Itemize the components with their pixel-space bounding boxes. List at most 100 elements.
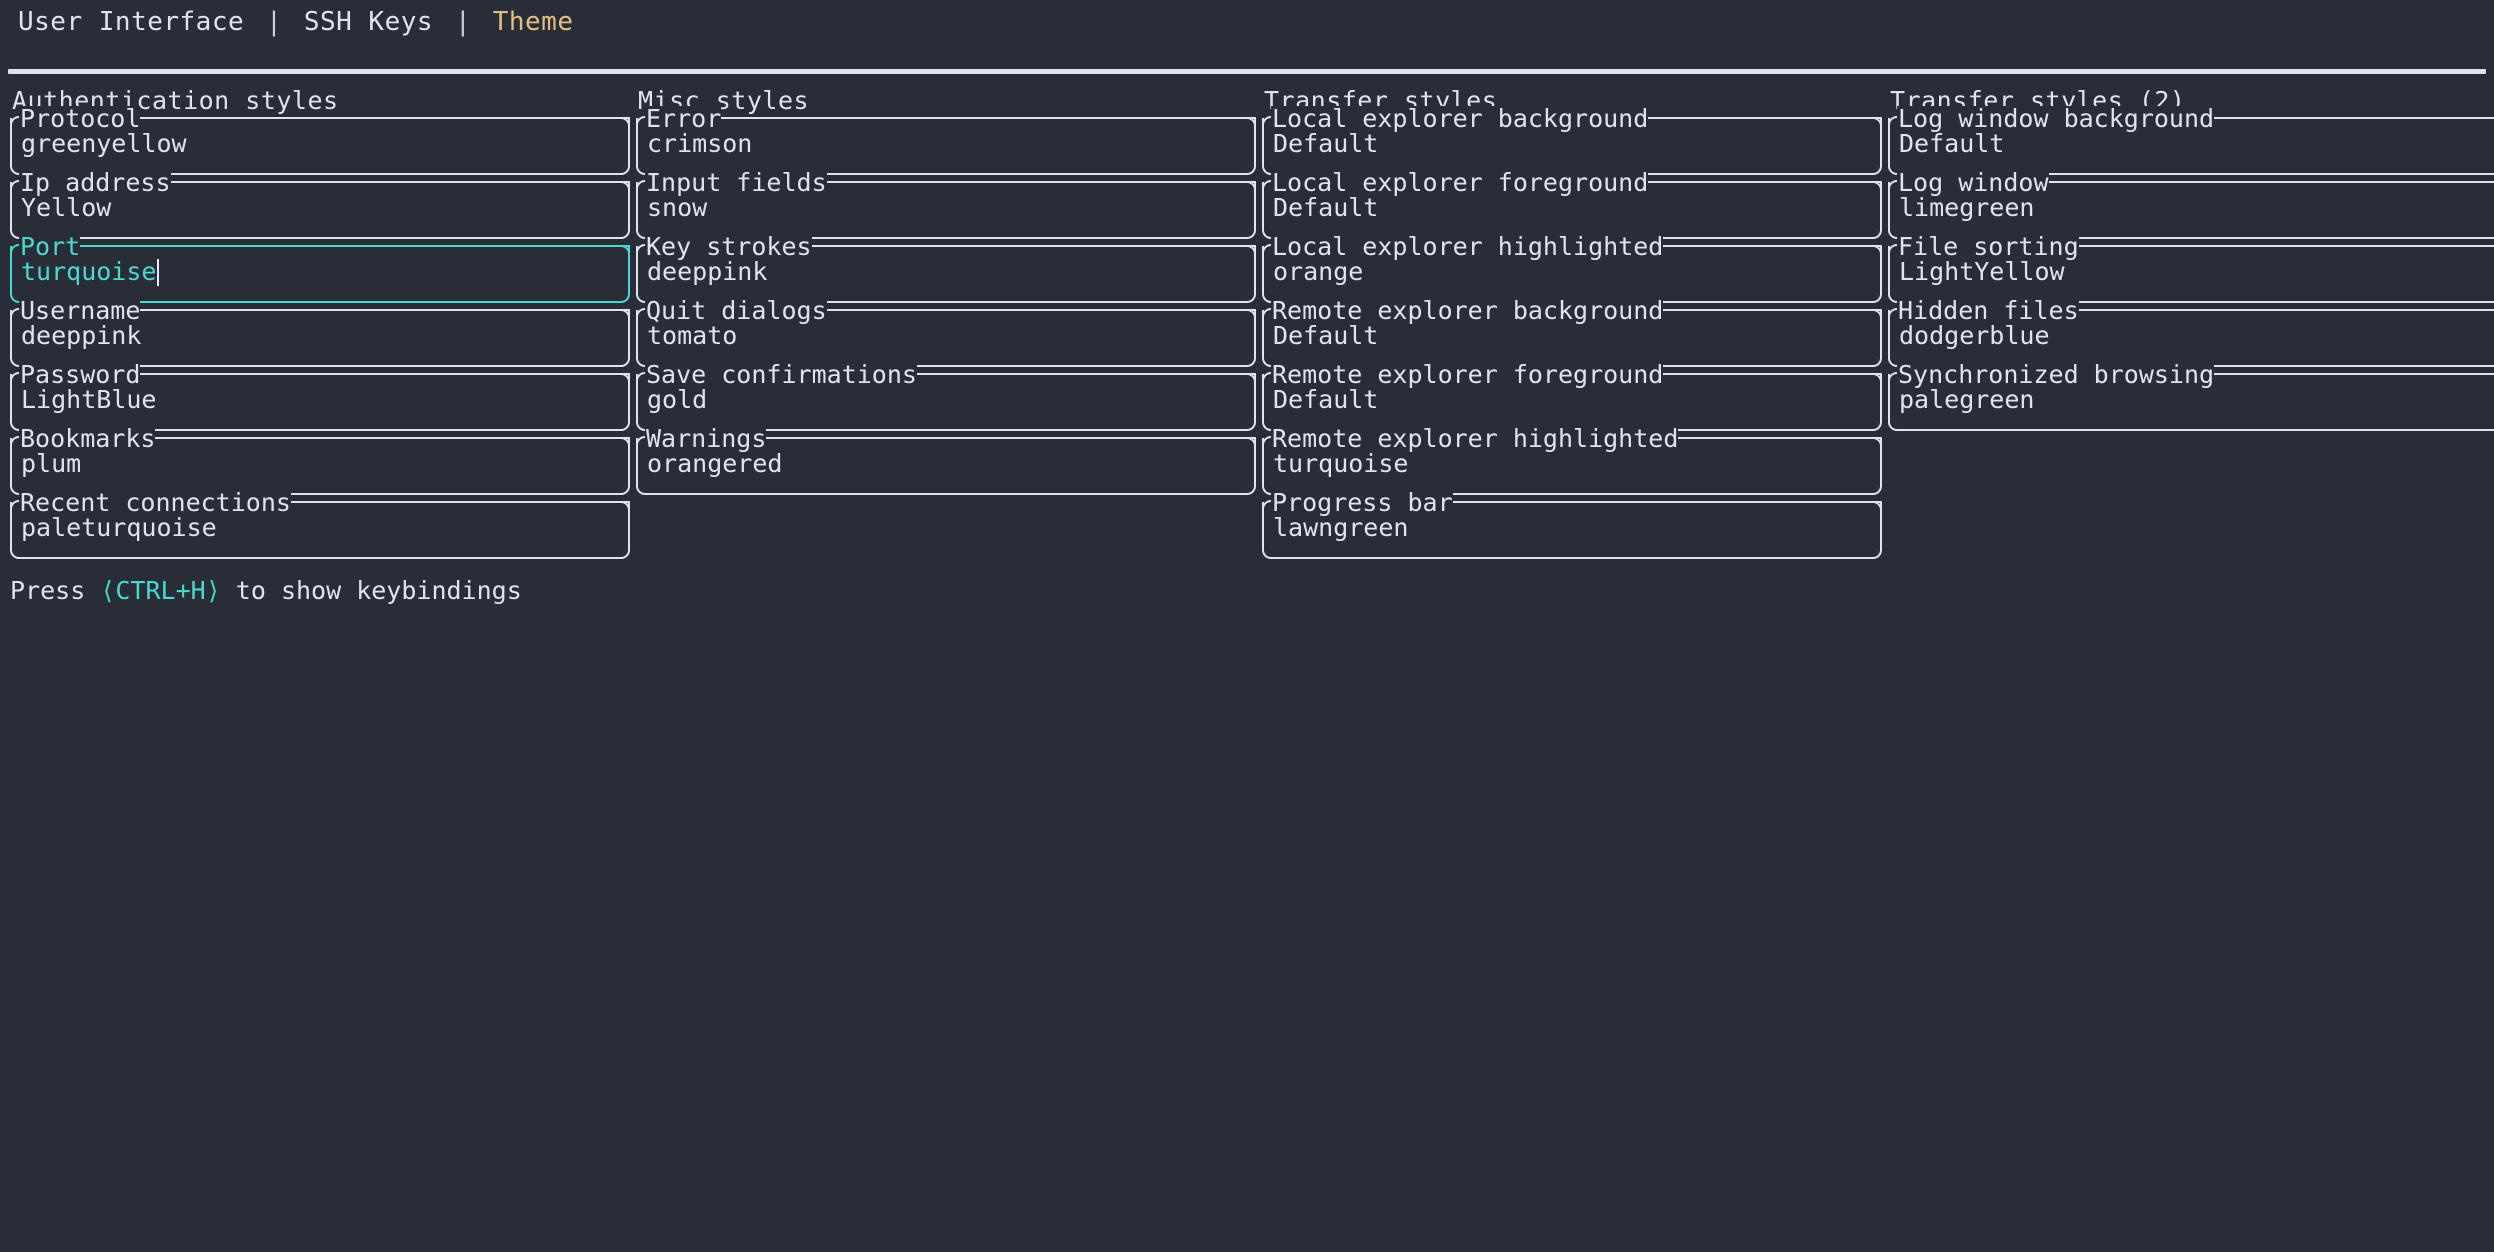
- field-value-text: turquoise: [21, 257, 157, 286]
- tab-theme[interactable]: Theme: [492, 7, 574, 37]
- field-value-protocol[interactable]: greenyellow: [21, 131, 187, 156]
- field-value-remote-explorer-highlighted[interactable]: turquoise: [1273, 451, 1408, 476]
- field-value-text: crimson: [647, 129, 753, 158]
- field-border-line: [140, 309, 630, 320]
- field-value-password[interactable]: LightBlue: [21, 387, 156, 412]
- field-value-text: Default: [1273, 385, 1379, 414]
- field-value-recent-connections[interactable]: paleturquoise: [21, 515, 217, 540]
- field-value-file-sorting[interactable]: LightYellow: [1899, 259, 2065, 284]
- field-border-line: [1678, 437, 1882, 448]
- tab-ssh-keys[interactable]: SSH Keys: [303, 7, 434, 37]
- column-title: Authentication styles: [12, 86, 339, 115]
- column-title: Transfer styles: [1264, 86, 1498, 115]
- field-value-key-strokes[interactable]: deeppink: [647, 259, 767, 284]
- field-value-log-window[interactable]: limegreen: [1899, 195, 2034, 220]
- field-value-hidden-files[interactable]: dodgerblue: [1899, 323, 2050, 348]
- field-value-text: Default: [1273, 193, 1379, 222]
- field-border-line: [2078, 245, 2494, 247]
- field-value-text: snow: [647, 193, 708, 222]
- field-value-port[interactable]: turquoise: [21, 257, 160, 286]
- field-border-line: [1648, 181, 1882, 192]
- hint-key: ⟨CTRL+H⟩: [100, 576, 221, 605]
- field-value-text: greenyellow: [21, 129, 187, 158]
- field-border-line: [811, 245, 1257, 256]
- field-border-line: [1452, 501, 1883, 512]
- field-border-line: [1663, 245, 1882, 256]
- field-border-line: [826, 181, 1257, 192]
- tab-bar: User Interface | SSH Keys | Theme: [0, 0, 2494, 44]
- field-value-text: LightYellow: [1899, 257, 2065, 286]
- field-value-remote-explorer-foreground[interactable]: Default: [1273, 387, 1378, 412]
- field-value-synchronized-browsing[interactable]: palegreen: [1899, 387, 2034, 412]
- field-border-line: [140, 117, 630, 128]
- field-value-save-confirmations[interactable]: gold: [647, 387, 707, 412]
- field-value-username[interactable]: deeppink: [21, 323, 141, 348]
- field-value-local-explorer-highlighted[interactable]: orange: [1273, 259, 1363, 284]
- field-value-text: Default: [1273, 321, 1379, 350]
- field-border-line: [721, 117, 1256, 128]
- field-value-text: deeppink: [21, 321, 142, 350]
- field-value-bookmarks[interactable]: plum: [21, 451, 81, 476]
- field-border-line: [766, 437, 1256, 448]
- field-border-line: [916, 373, 1257, 384]
- field-value-text: palegreen: [1899, 385, 2035, 414]
- field-value-progress-bar[interactable]: lawngreen: [1273, 515, 1408, 540]
- tab-separator: |: [455, 7, 471, 37]
- field-value-local-explorer-foreground[interactable]: Default: [1273, 195, 1378, 220]
- tab-user-interface[interactable]: User Interface: [18, 7, 245, 37]
- field-border-line: [1663, 309, 1882, 320]
- field-value-text: gold: [647, 385, 708, 414]
- field-value-input-fields[interactable]: snow: [647, 195, 707, 220]
- field-value-text: Default: [1273, 129, 1379, 158]
- tab-separator: |: [266, 7, 282, 37]
- field-value-log-window-background[interactable]: Default: [1899, 131, 2004, 156]
- field-value-ip-address[interactable]: Yellow: [21, 195, 111, 220]
- field-value-text: turquoise: [1273, 449, 1409, 478]
- field-border-line: [2048, 181, 2494, 183]
- field-border-line: [2214, 117, 2494, 119]
- field-value-text: lawngreen: [1273, 513, 1409, 542]
- field-value-warnings[interactable]: orangered: [647, 451, 782, 476]
- field-value-remote-explorer-background[interactable]: Default: [1273, 323, 1378, 348]
- field-value-text: plum: [21, 449, 82, 478]
- field-border-line: [140, 373, 630, 384]
- field-value-text: Yellow: [21, 193, 112, 222]
- field-border-line: [170, 181, 631, 192]
- keybindings-hint: Press ⟨CTRL+H⟩ to show keybindings: [0, 566, 2494, 603]
- header-divider: [8, 69, 2486, 74]
- field-border-line: [80, 245, 630, 256]
- field-value-quit-dialogs[interactable]: tomato: [647, 323, 737, 348]
- field-value-error[interactable]: crimson: [647, 131, 752, 156]
- field-value-local-explorer-background[interactable]: Default: [1273, 131, 1378, 156]
- field-border-line: [290, 501, 631, 512]
